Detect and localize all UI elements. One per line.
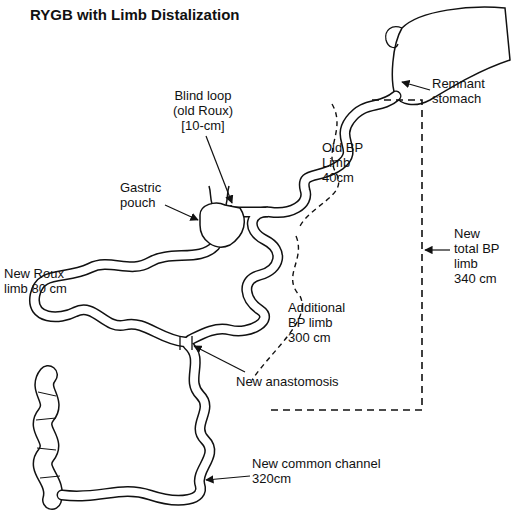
part-label: Blind loop (old Roux) [10-cm] xyxy=(166,88,240,133)
stomach-fold xyxy=(386,27,402,48)
part-label: Gastric pouch xyxy=(120,180,176,210)
anastomosis-mark xyxy=(180,336,192,350)
limb-dimension: New Roux limb 80 cm xyxy=(4,266,76,296)
leader-arrows xyxy=(165,82,450,480)
limb-dimension: New total BP limb 340 cm xyxy=(454,226,500,286)
diagram-title: RYGB with Limb Distalization xyxy=(30,6,239,23)
part-label: Remnant stomach xyxy=(432,76,507,106)
gastric-pouch xyxy=(200,203,244,247)
part-label: New anastomosis xyxy=(236,374,351,389)
total-bp-bracket xyxy=(270,100,422,410)
limb-dimension: New common channel 320cm xyxy=(252,456,387,486)
colon xyxy=(36,375,60,500)
limb-dimension: Additional BP limb 300 cm xyxy=(288,300,354,345)
bowel-loops xyxy=(34,96,396,500)
limb-dimension: Old BP Limb 40cm xyxy=(322,140,368,185)
